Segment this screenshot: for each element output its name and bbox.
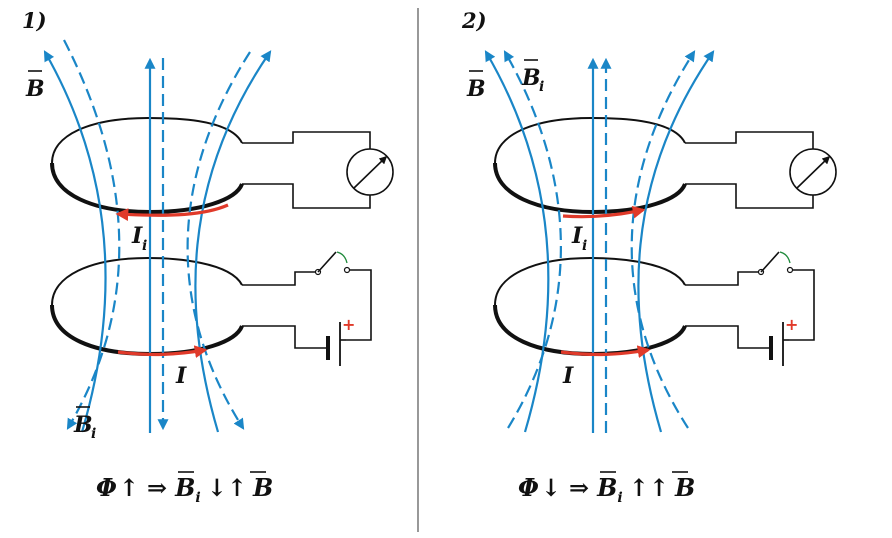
label-B-2: B bbox=[466, 70, 486, 102]
induced-current-arrow-1 bbox=[115, 203, 229, 221]
svg-text:i: i bbox=[142, 238, 147, 254]
field-line-B-left bbox=[484, 50, 550, 433]
switch-battery-circuit-1: + bbox=[242, 251, 372, 366]
formula-implies: ⇒ bbox=[147, 473, 167, 502]
panel-1: 1) + bbox=[22, 8, 394, 506]
label-Ii-1: I i bbox=[131, 223, 147, 254]
svg-text:B: B bbox=[25, 76, 45, 102]
field-line-Bi-left bbox=[503, 50, 562, 429]
formula-Bi: B bbox=[174, 473, 195, 502]
svg-text:Φ↑⇒Bi↓↑B: Φ↑⇒Bi↓↑B bbox=[96, 473, 273, 506]
field-line-Bi-left bbox=[63, 39, 121, 430]
label-I-2: I bbox=[562, 363, 574, 389]
field-line-Bi-right bbox=[186, 51, 251, 430]
switch-arc-icon bbox=[336, 251, 348, 264]
svg-text:i: i bbox=[91, 426, 96, 442]
formula-B: B bbox=[252, 473, 273, 502]
induced-current-arrow-2 bbox=[562, 205, 646, 219]
svg-text:Φ↓⇒Bi↑↑B: Φ↓⇒Bi↑↑B bbox=[518, 473, 695, 506]
switch-arc-icon bbox=[779, 251, 791, 264]
galvanometer-circuit-1 bbox=[242, 131, 394, 209]
switch-lever-icon bbox=[760, 251, 780, 273]
formula-Bi-sub: i bbox=[195, 490, 200, 506]
field-lines-1 bbox=[43, 39, 272, 433]
formula-flux-arrow: ↑ bbox=[119, 473, 139, 502]
label-B-1: B bbox=[25, 70, 45, 102]
label-Ii-2: I i bbox=[571, 223, 587, 254]
field-line-Bi-right bbox=[630, 50, 696, 429]
field-line-B-right bbox=[194, 50, 272, 433]
primary-current-arrow-2 bbox=[560, 345, 651, 358]
formula-Bi-sub: i bbox=[617, 490, 622, 506]
formula-2: Φ↓⇒Bi↑↑B bbox=[518, 471, 695, 506]
formula-1: Φ↑⇒Bi↓↑B bbox=[96, 471, 273, 506]
svg-text:B: B bbox=[466, 76, 486, 102]
formula-relation: ↓↑ bbox=[207, 473, 247, 502]
galvanometer-circuit-2 bbox=[685, 131, 837, 209]
label-I-1: I bbox=[175, 363, 187, 389]
formula-flux: Φ bbox=[96, 473, 117, 502]
svg-text:I: I bbox=[571, 223, 583, 249]
formula-relation: ↑↑ bbox=[629, 473, 669, 502]
primary-current-arrow-1 bbox=[117, 345, 208, 358]
svg-text:B: B bbox=[521, 65, 541, 91]
panel-2-number: 2) bbox=[461, 8, 487, 33]
field-line-B-right bbox=[637, 50, 715, 433]
coil-lower-2 bbox=[493, 256, 687, 357]
switch-lever-icon bbox=[317, 251, 337, 273]
svg-text:i: i bbox=[582, 238, 587, 254]
panel-2: 2) + bbox=[461, 8, 837, 506]
svg-text:I: I bbox=[562, 363, 574, 389]
svg-text:I: I bbox=[131, 223, 143, 249]
coil-lower-1 bbox=[50, 256, 244, 357]
formula-implies: ⇒ bbox=[569, 473, 589, 502]
formula-flux: Φ bbox=[518, 473, 539, 502]
formula-Bi: B bbox=[596, 473, 617, 502]
field-line-B-left bbox=[43, 50, 107, 433]
label-Bi-2: B i bbox=[521, 59, 544, 95]
svg-text:B: B bbox=[73, 412, 93, 438]
svg-text:I: I bbox=[175, 363, 187, 389]
panel-1-number: 1) bbox=[22, 8, 47, 33]
label-Bi-1: B i bbox=[73, 406, 96, 442]
battery-plus-sign: + bbox=[342, 315, 355, 334]
battery-plus-sign: + bbox=[785, 315, 798, 334]
switch-battery-circuit-2: + bbox=[685, 251, 815, 366]
field-lines-2 bbox=[484, 50, 715, 433]
formula-flux-arrow: ↓ bbox=[541, 473, 561, 502]
formula-B: B bbox=[674, 473, 695, 502]
svg-text:i: i bbox=[539, 79, 544, 95]
